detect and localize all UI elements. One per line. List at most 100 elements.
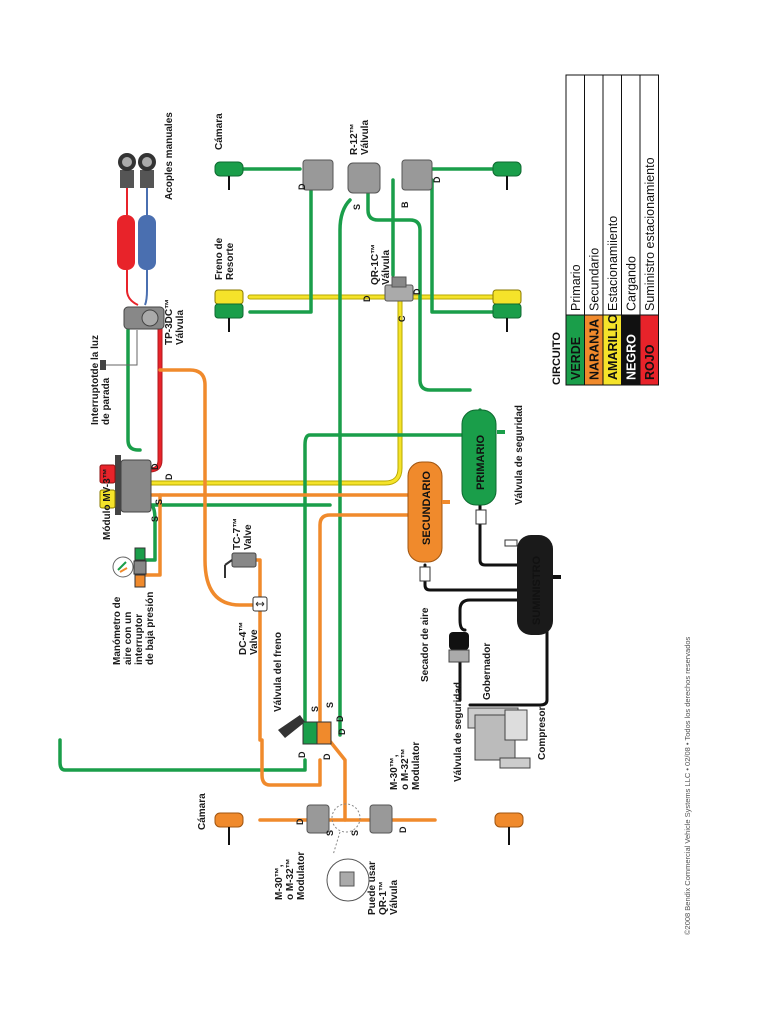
label-camara-top: Cámara	[214, 113, 225, 150]
port-label: D	[297, 183, 307, 190]
mv3-module-icon	[99, 455, 152, 515]
chamber-top-left-icon	[214, 161, 244, 190]
legend-color-name: NEGRO	[625, 334, 639, 380]
dc4-valve-icon	[252, 596, 268, 612]
label-air-gauge: Manómetro deaire con uninterruptorde baj…	[112, 592, 156, 665]
port-label: D	[297, 751, 307, 758]
coil-blue-hose-icon	[138, 215, 156, 270]
line-red-supply	[137, 322, 163, 473]
line-green-left-camera-drop	[248, 178, 313, 314]
red-button-icon	[99, 464, 116, 484]
legend-circuit-desc: Estacionamiiento	[606, 216, 620, 311]
port-label: D	[412, 288, 422, 295]
line-orange-tp3dc	[158, 368, 257, 607]
legend-circuit-desc: Cargando	[625, 256, 639, 311]
label-air-dryer: Secador de aire	[420, 607, 431, 682]
line-green-brake-loop	[58, 738, 307, 772]
label-safety-valve-tank: Válvula de seguridad	[514, 405, 525, 505]
line-orange-brake-out	[323, 733, 347, 822]
air-dryer-icon	[448, 632, 470, 663]
secondary-tank-label: SECUNDARIO	[421, 471, 433, 545]
supply-tank-label: SUMINISTRO	[531, 556, 543, 626]
spring-brake-right-icon	[492, 289, 522, 332]
line-yellow-mv3-inner	[148, 298, 402, 485]
modulator-right-icon	[369, 804, 393, 834]
port-label: C	[397, 315, 407, 322]
primary-tank-label: PRIMARIO	[475, 435, 487, 490]
port-label: S	[325, 830, 335, 836]
label-qr1c-valve: QR-1C™Válvula	[370, 244, 392, 285]
line-black-sec	[423, 563, 522, 592]
port-label: B	[400, 201, 410, 208]
air-gauge-icon	[112, 547, 147, 588]
port-label: D	[150, 463, 160, 470]
label-safety-valve-compressor: Válvula de seguridad	[453, 682, 464, 782]
label-qr1-valve: Puede usarQR-1™Válvula	[367, 861, 400, 915]
label-freno-resorte: Freno deResorte	[214, 237, 236, 280]
qr1c-valve-icon	[384, 276, 414, 302]
port-label: D	[295, 818, 305, 825]
copyright-text: ©2008 Bendix Commercial Vehicle Systems …	[683, 636, 692, 935]
primary-tank-icon	[461, 409, 505, 525]
line-red-supply-inner	[138, 323, 162, 472]
tc7-valve-icon	[224, 552, 257, 578]
legend-color-name: VERDE	[569, 337, 583, 380]
line-orange-sec-tank	[318, 513, 422, 732]
line-orange-mv3-gauge	[138, 493, 162, 577]
port-label: S	[310, 706, 320, 712]
secondary-tank-icon	[407, 461, 450, 582]
port-label: D	[432, 176, 442, 183]
label-tp3dc-valve: TP-3DC™Válvula	[164, 299, 186, 345]
port-label: S	[352, 204, 362, 210]
r12-valve-icon	[302, 159, 433, 194]
legend-desc-cell	[639, 74, 659, 316]
gladhand-red-icon	[118, 153, 136, 188]
port-label: D	[322, 753, 332, 760]
legend-circuit-desc: Secundario	[588, 248, 602, 311]
line-black-prim	[478, 503, 532, 567]
label-dc4-valve: DC-4™Valve	[238, 622, 260, 655]
line-orange-tc7	[253, 558, 262, 742]
yellow-button-icon	[99, 489, 116, 509]
modulator-left-icon	[306, 804, 330, 834]
line-orange-brake-loop	[260, 738, 322, 787]
label-compressor: Compresor	[537, 707, 548, 760]
label-mv3-module: Módulo MV-3™	[102, 468, 113, 540]
tp3dc-valve-icon	[123, 306, 165, 330]
coil-red-hose-icon	[126, 188, 139, 306]
chamber-top-right-icon	[492, 161, 522, 190]
legend-circuit-desc: Suministro estacionamiento	[643, 157, 657, 311]
legend-color-name: NARANJA	[588, 319, 602, 380]
stop-light-switch-icon	[100, 330, 138, 370]
line-green-r12-s2	[366, 188, 472, 392]
port-label: D	[398, 826, 408, 833]
qr1-valve-icon	[326, 858, 370, 902]
port-label: D	[337, 728, 347, 735]
chamber-bottom-left-icon	[214, 812, 244, 845]
legend-title: CIRCUITO	[551, 332, 563, 385]
line-yellow-mv3	[147, 297, 403, 486]
gladhands	[117, 153, 156, 306]
air-lines	[58, 167, 549, 822]
line-green-right-camera-drop	[430, 178, 502, 314]
legend-color-name: AMARILLO	[606, 314, 620, 380]
label-tc7-valve: TC-7™Valve	[232, 518, 254, 550]
label-r12-valve: R-12™Válvula	[349, 120, 371, 155]
label-acoples: Acoples manuales	[164, 112, 175, 200]
port-label: S	[350, 830, 360, 836]
label-modulator-right: M-30™,o M-32™Modulator	[389, 742, 422, 790]
label-camara-bottom: Cámara	[197, 793, 208, 830]
label-governor: Gobernador	[482, 643, 493, 700]
supply-tank-icon	[504, 535, 561, 635]
port-label: S	[154, 499, 164, 505]
legend-circuit-desc: Primario	[569, 264, 583, 311]
line-green-tp3dc	[126, 328, 142, 452]
line-green-r12-s	[338, 198, 352, 737]
compressor-icon	[467, 707, 531, 769]
port-label: S	[150, 516, 160, 522]
line-black-comp	[468, 618, 549, 707]
legend-color-name: ROJO	[643, 344, 657, 380]
port-label: D	[362, 295, 372, 302]
